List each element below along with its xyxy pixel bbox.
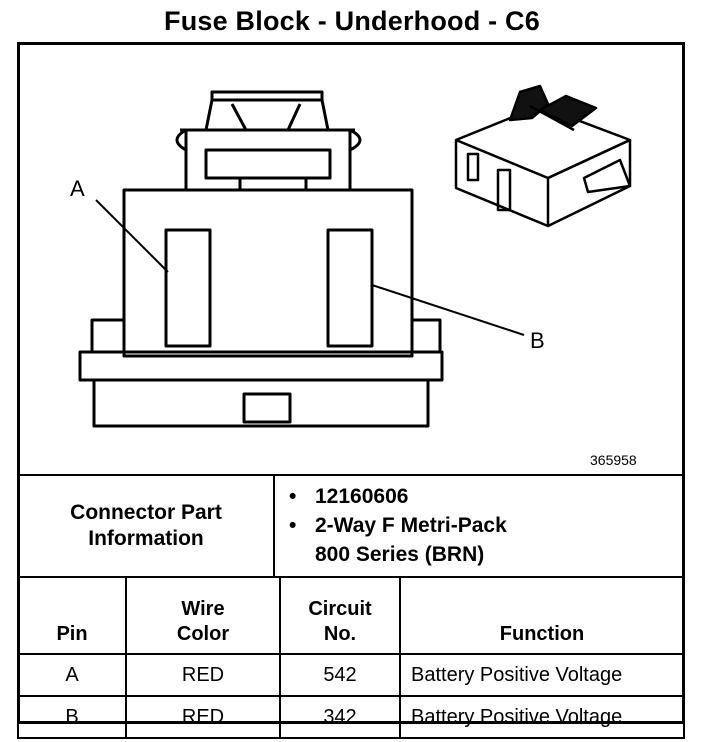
function-cell: Battery Positive Voltage [399,695,685,739]
circuit-cell: 342 [279,695,401,739]
pin-cell: A [17,653,127,697]
header-pin: Pin [17,576,127,655]
pin-cell: B [17,695,127,739]
connector-face-view [78,90,444,428]
lock-tab [242,392,292,424]
pin-table: Pin Wire Color Circuit No. Function A RE… [17,576,685,739]
connector-info-list: • 12160606 • 2-Way F Metri-Pack 800 Seri… [273,474,685,578]
header-circuit: Circuit No. [279,576,401,655]
part-number: • 12160606 [289,485,409,508]
header-function: Function [399,576,685,655]
connector-info-table: Connector Part Information • 12160606 • … [17,474,685,578]
wire-color-cell: RED [125,695,281,739]
connector-iso-view [454,84,632,228]
connector-series: 800 Series (BRN) [315,543,485,566]
function-cell: Battery Positive Voltage [399,653,685,697]
connector-latch [210,90,324,100]
callout-b: B [530,328,545,353]
callout-a-leader [95,199,169,273]
callout-a: A [70,176,85,201]
connector-info-label: Connector Part Information [17,474,275,578]
figure-number: 365958 [590,452,637,468]
connector-type: • 2-Way F Metri-Pack [289,514,507,537]
header-wire-color: Wire Color [125,576,281,655]
terminal-cavity-a [164,228,212,348]
wire-color-cell: RED [125,653,281,697]
callout-b-leader [371,284,525,336]
connector-drawing [78,84,632,428]
diagram-title: Fuse Block - Underhood - C6 [164,6,540,36]
table-row: B RED 342 Battery Positive Voltage [17,695,685,739]
connector-body [122,188,414,358]
table-row: A RED 542 Battery Positive Voltage [17,653,685,697]
terminal-cavity-b [326,228,374,348]
circuit-cell: 542 [279,653,401,697]
pin-table-header: Pin Wire Color Circuit No. Function [17,576,685,655]
